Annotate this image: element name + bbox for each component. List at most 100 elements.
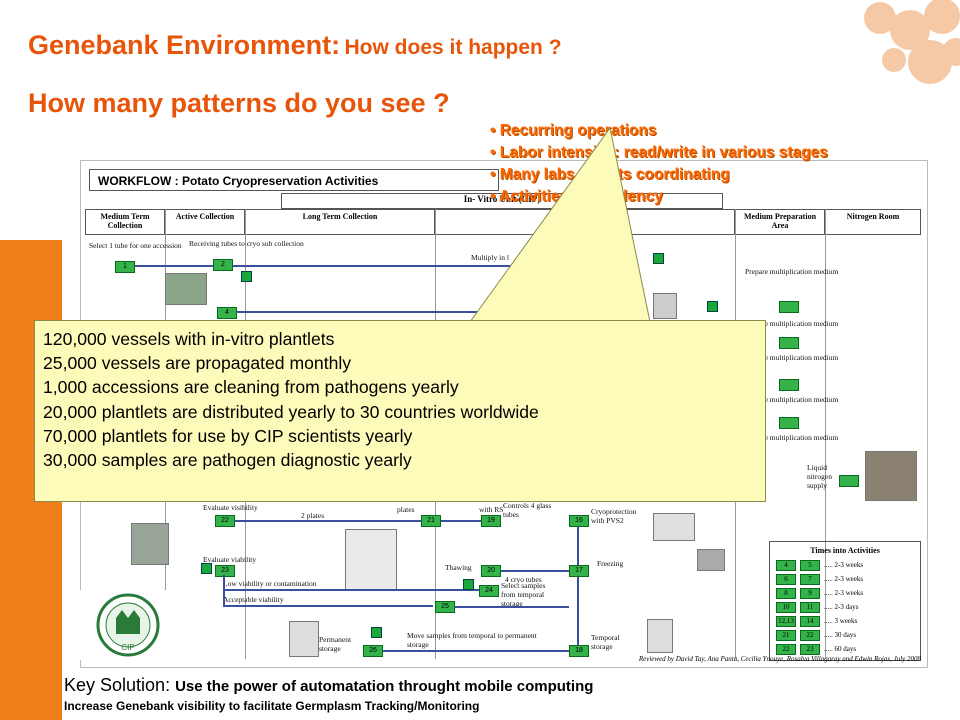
flow-arrow xyxy=(233,265,633,267)
step-23: 23 xyxy=(215,565,235,577)
bullet-item: • Activities dependency xyxy=(490,188,663,205)
label-permanent-storage: Permanent storage xyxy=(319,635,352,653)
step-20: 20 xyxy=(481,565,501,577)
label-plates: plates xyxy=(397,505,415,514)
step-24: 24 xyxy=(479,585,499,597)
lab-photo xyxy=(131,523,169,565)
flow-arrow xyxy=(135,265,213,267)
step-21: 21 xyxy=(421,515,441,527)
nitrogen-step xyxy=(839,475,859,487)
col-nitrogen: Nitrogen Room xyxy=(825,209,921,235)
step-25: 25 xyxy=(435,601,455,613)
col-medium-prep: Medium Preparation Area xyxy=(735,209,825,235)
flow-arrow xyxy=(223,575,225,607)
pattern-bullets: • Recurring operations • Labor intensive… xyxy=(490,120,828,208)
step-17: 17 xyxy=(569,565,589,577)
label-evaluate-viability: Evaluate viability xyxy=(203,555,257,564)
label-select-samples: Select samples from temporal storage xyxy=(501,581,546,608)
slide-question: How many patterns do you see ? xyxy=(28,88,450,118)
step-1: 1 xyxy=(115,261,135,273)
flow-arrow xyxy=(455,606,569,608)
label-four-cryo: 4 cryo tubes xyxy=(505,575,542,584)
status-marker xyxy=(463,579,474,590)
label-move-samples: Move samples from temporal to permanent … xyxy=(407,631,537,649)
key-solution-text: Use the power of automatation throught m… xyxy=(175,678,594,695)
stat-line: 1,000 accessions are cleaning from patho… xyxy=(43,377,459,398)
title-sub: How does it happen ? xyxy=(344,36,562,59)
col-cryo: Cryo xyxy=(435,209,735,235)
tubes-photo xyxy=(653,513,695,541)
label-multiply: Multiply in l xyxy=(471,253,509,262)
flow-arrow xyxy=(441,520,481,522)
label-acceptable-viability: Acceptable viability xyxy=(223,595,284,604)
workflow-title: WORKFLOW : Potato Cryopreservation Activ… xyxy=(89,169,499,191)
label-two-plates: 2 plates xyxy=(301,511,325,520)
label-prepare-medium: Prepare multiplication medium xyxy=(745,395,839,404)
status-marker xyxy=(371,627,382,638)
medium-step xyxy=(779,379,799,391)
label-prepare-medium: Prepare multiplication medium xyxy=(745,267,839,276)
flow-arrow xyxy=(223,605,433,607)
flow-arrow xyxy=(237,311,487,313)
storage-photo xyxy=(289,621,319,657)
cryo-tank-photo xyxy=(345,529,397,591)
step-4: 4 xyxy=(217,307,237,319)
flow-arrow xyxy=(577,527,579,565)
medium-step xyxy=(779,337,799,349)
stat-line: 30,000 samples are pathogen diagnostic y… xyxy=(43,450,412,471)
flow-arrow xyxy=(235,520,421,522)
lab-photo xyxy=(165,273,207,305)
stats-callout: 120,000 vessels with in-vitro plantlets … xyxy=(34,320,766,502)
label-controls: Controls 4 glass tubes xyxy=(503,501,552,519)
col-medium-term: Medium Term Collection xyxy=(85,209,165,235)
stat-line: 20,000 plantlets are distributed yearly … xyxy=(43,401,539,422)
equipment-photo xyxy=(653,293,677,319)
medium-step xyxy=(779,417,799,429)
label-freezing: Freezing xyxy=(597,559,624,568)
storage-photo xyxy=(647,619,673,653)
key-solution: Key Solution: Use the power of automatat… xyxy=(64,675,593,696)
step-16: 16 xyxy=(569,515,589,527)
cip-logo: CIP xyxy=(80,590,176,660)
stat-line: 70,000 plantlets for use by CIP scientis… xyxy=(43,425,413,446)
reviewed-by: Reviewed by David Tay, Ana Panta, Cecili… xyxy=(638,655,921,663)
flow-arrow xyxy=(577,577,579,645)
svg-text:CIP: CIP xyxy=(121,643,134,652)
slide-title: Genebank Environment: How does it happen… xyxy=(28,30,562,61)
visibility-subline: Increase Genebank visibility to facilita… xyxy=(64,699,480,713)
step-19: 19 xyxy=(481,515,501,527)
label-evaluate-visibility: Evaluate visibility xyxy=(203,503,258,512)
label-low-viability: Low viability or contamination xyxy=(223,579,317,588)
decorative-logo-dots xyxy=(864,0,960,84)
medium-step xyxy=(779,301,799,313)
bullet-item: • Labor intensive: read/write in various… xyxy=(490,144,828,161)
label-cryoprotection: Cryoprotection with PVS2 xyxy=(591,507,637,525)
nitrogen-photo xyxy=(865,451,917,501)
step-26: 26 xyxy=(363,645,383,657)
flow-arrow xyxy=(223,589,479,591)
label-liquid-nitrogen: Liquid nitrogen supply xyxy=(807,463,832,490)
step-18: 18 xyxy=(569,645,589,657)
bullet-item: • Recurring operations xyxy=(490,122,657,139)
status-marker xyxy=(653,253,664,264)
label-temporal-storage: Temporal storage xyxy=(591,633,620,651)
flow-arrow xyxy=(383,650,569,652)
status-marker xyxy=(241,271,252,282)
label-select-tube: Select 1 tube for one accession xyxy=(89,241,182,250)
key-solution-label: Key Solution: xyxy=(64,675,171,695)
times-header: Times into Activities xyxy=(810,546,880,555)
stat-line: 120,000 vessels with in-vitro plantlets xyxy=(43,329,335,349)
status-marker xyxy=(707,301,718,312)
label-prepare-medium: Prepare multiplication medium xyxy=(745,433,839,442)
bullet-item: • Many labs & units coordinating xyxy=(490,166,730,183)
label-with-rs: with RS xyxy=(479,505,504,514)
step-2: 2 xyxy=(213,259,233,271)
step-22: 22 xyxy=(215,515,235,527)
label-prepare-medium: Prepare multiplication medium xyxy=(745,319,839,328)
